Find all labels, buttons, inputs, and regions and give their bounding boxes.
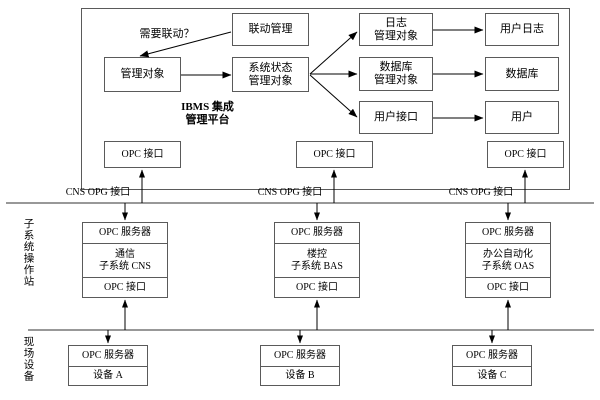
subsystem-bas-interface: OPC 接口 — [275, 277, 359, 297]
subsystem-cns[interactable]: OPC 服务器 通信 子系统 CNS OPC 接口 — [82, 222, 168, 298]
device-c-name: 设备 C — [453, 366, 531, 385]
box-linkage-manage[interactable]: 联动管理 — [232, 13, 309, 46]
device-b[interactable]: OPC 服务器 设备 B — [260, 345, 340, 386]
ibms-platform-label: IBMS 集成 管理平台 — [181, 101, 234, 127]
box-manage-object[interactable]: 管理对象 — [104, 57, 181, 92]
layer-label-subsystem: 子系统操作站 — [22, 218, 34, 287]
subsystem-oas-server: OPC 服务器 — [482, 227, 534, 239]
device-a-name: 设备 A — [69, 366, 147, 385]
ibms-opc-interface-right[interactable]: OPC 接口 — [487, 141, 564, 168]
subsystem-bas-server: OPC 服务器 — [291, 227, 343, 239]
ibms-opc-interface-center[interactable]: OPC 接口 — [296, 141, 373, 168]
device-c-server: OPC 服务器 — [466, 350, 518, 362]
subsystem-bas[interactable]: OPC 服务器 楼控 子系统 BAS OPC 接口 — [274, 222, 360, 298]
device-a[interactable]: OPC 服务器 设备 A — [68, 345, 148, 386]
box-user-log[interactable]: 用户日志 — [485, 13, 559, 46]
box-user[interactable]: 用户 — [485, 101, 559, 134]
subsystem-cns-server: OPC 服务器 — [99, 227, 151, 239]
subsystem-oas[interactable]: OPC 服务器 办公自动化 子系统 OAS OPC 接口 — [465, 222, 551, 298]
box-db-manage-object[interactable]: 数据库 管理对象 — [359, 57, 433, 91]
box-database[interactable]: 数据库 — [485, 57, 559, 91]
box-log-manage-object[interactable]: 日志 管理对象 — [359, 13, 433, 46]
subsystem-oas-name: 办公自动化 子系统 OAS — [466, 243, 550, 277]
bus-label-left: CNS OPG 接口 — [65, 187, 131, 198]
layer-label-field: 现场设备 — [22, 336, 34, 382]
device-b-name: 设备 B — [261, 366, 339, 385]
ibms-platform-frame — [81, 8, 570, 190]
box-user-interface[interactable]: 用户接口 — [359, 101, 433, 134]
box-sys-state-object[interactable]: 系统状态 管理对象 — [232, 57, 309, 92]
subsystem-cns-name: 通信 子系统 CNS — [83, 243, 167, 277]
ibms-opc-interface-left[interactable]: OPC 接口 — [104, 141, 181, 168]
subsystem-oas-interface: OPC 接口 — [466, 277, 550, 297]
subsystem-bas-name: 楼控 子系统 BAS — [275, 243, 359, 277]
bus-label-center: CNS OPG 接口 — [257, 187, 323, 198]
device-a-server: OPC 服务器 — [82, 350, 134, 362]
device-c[interactable]: OPC 服务器 设备 C — [452, 345, 532, 386]
device-b-server: OPC 服务器 — [274, 350, 326, 362]
subsystem-cns-interface: OPC 接口 — [83, 277, 167, 297]
bus-label-right: CNS OPG 接口 — [448, 187, 514, 198]
condition-label: 需要联动？ — [139, 28, 195, 40]
